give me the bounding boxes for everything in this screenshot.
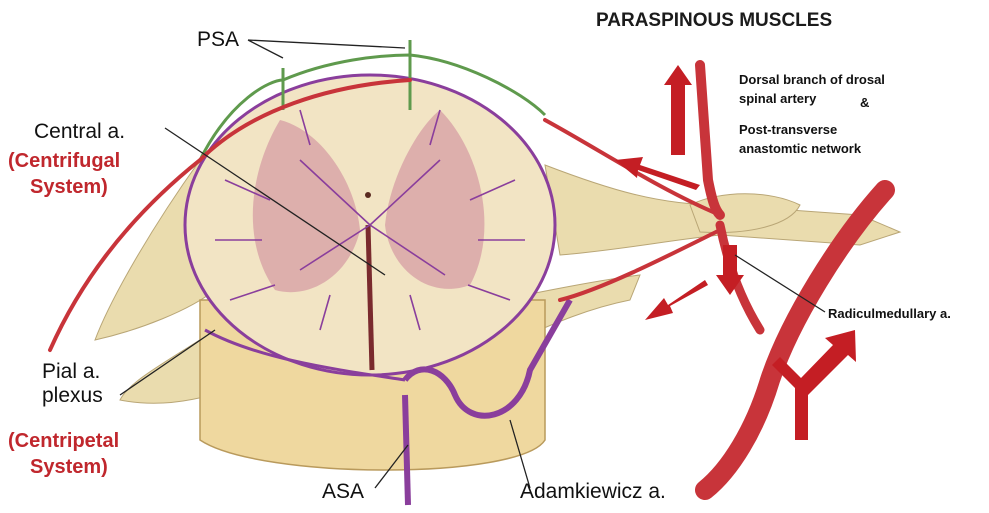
- centripetal-system-label-line1: (Centripetal: [8, 430, 119, 453]
- asa-label: ASA: [322, 480, 364, 504]
- post-transverse-label-line2: anastomtic network: [739, 139, 861, 158]
- arrow-up-1: [664, 65, 692, 155]
- central-canal: [365, 192, 371, 198]
- centrifugal-system-label-line1: (Centrifugal: [8, 150, 120, 173]
- dorsal-branch-label-line1: Dorsal branch of drosal: [739, 70, 885, 89]
- dorsal-branch-label-line2: spinal artery: [739, 89, 816, 108]
- pial-plexus-label-line1: Pial a.: [42, 360, 100, 384]
- centripetal-system-label-line2: System): [30, 456, 108, 479]
- pial-plexus-label-line2: plexus: [42, 384, 103, 408]
- adamkiewicz-label: Adamkiewicz a.: [520, 480, 666, 504]
- post-transverse-label-line1: Post-transverse: [739, 120, 837, 139]
- dorsal-branch-artery: [700, 65, 720, 215]
- diagram-title: PARASPINOUS MUSCLES: [596, 10, 832, 32]
- radiculomedullary-label: Radiculmedullary a.: [828, 304, 951, 323]
- centrifugal-system-label-line2: System): [30, 176, 108, 199]
- ampersand-label: &: [860, 93, 869, 112]
- arrow-left-2: [645, 280, 708, 320]
- psa-label: PSA: [197, 28, 239, 52]
- central-artery-label: Central a.: [34, 120, 125, 144]
